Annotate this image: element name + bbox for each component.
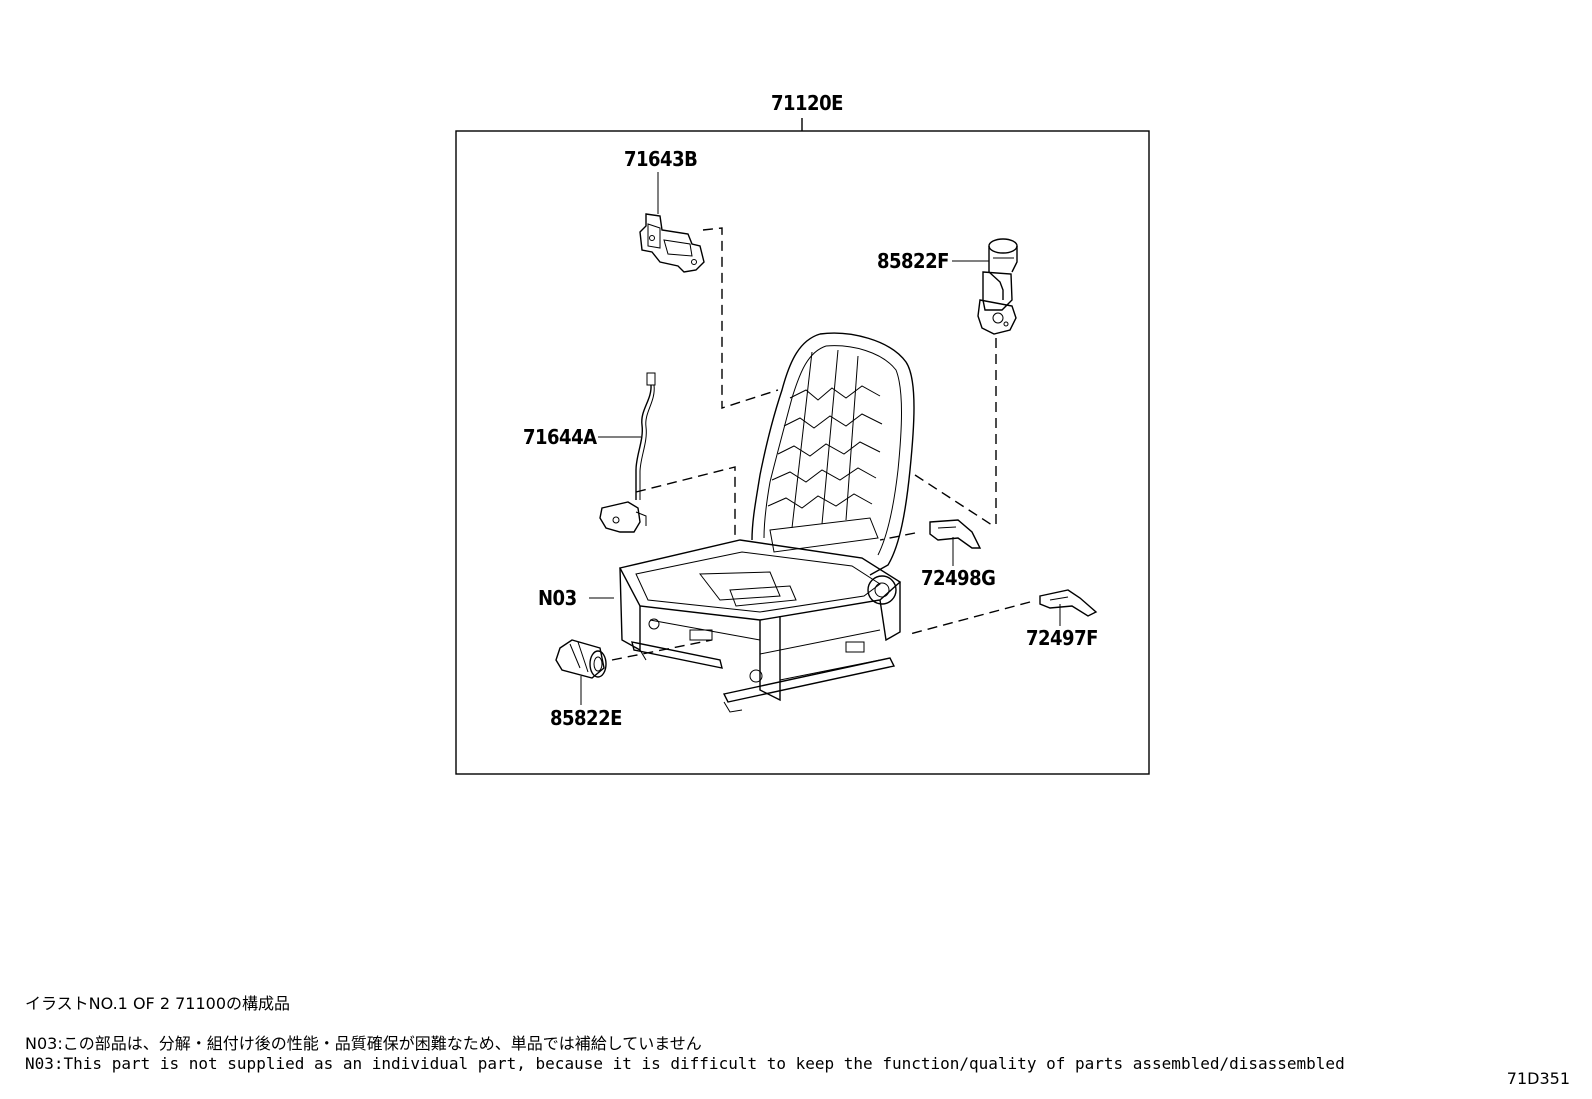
label-72498G[interactable]: 72498G — [921, 566, 996, 590]
label-71644A[interactable]: 71644A — [523, 425, 598, 449]
dash-harness-to-frame — [635, 466, 736, 535]
dash-71643B-to-back — [702, 227, 779, 409]
note-n03-jp: N03:この部品は、分解・組付け後の性能・品質確保が困難なため、単品では補給して… — [25, 1034, 702, 1053]
label-71120E[interactable]: 71120E — [771, 91, 843, 115]
dash-72498G-to-back — [914, 474, 996, 528]
label-85822E[interactable]: 85822E — [550, 706, 622, 730]
part-71643B-hinge-cover[interactable] — [639, 213, 705, 273]
label-85822F[interactable]: 85822F — [877, 249, 949, 273]
part-cushion-frame — [618, 539, 902, 713]
part-71644A-harness[interactable] — [599, 372, 656, 533]
part-72497F-outer-cover[interactable] — [1039, 589, 1098, 617]
illustration-code: 71D351 — [1506, 1069, 1570, 1088]
dash-85822E-to-frame — [611, 639, 713, 661]
label-N03[interactable]: N03 — [538, 586, 577, 610]
note-n03-en: N03:This part is not supplied as an indi… — [25, 1054, 1345, 1073]
note-title: イラストNO.1 OF 2 71100の構成品 — [25, 994, 290, 1013]
part-seat-back-frame — [751, 332, 915, 576]
part-72498G-inner-cover[interactable] — [929, 519, 982, 549]
part-85822F-recline-motor[interactable] — [977, 238, 1018, 335]
dash-72497F-to-frame — [909, 601, 1031, 635]
label-71643B[interactable]: 71643B — [624, 147, 698, 171]
label-72497F[interactable]: 72497F — [1026, 626, 1098, 650]
part-85822E-slide-motor[interactable] — [555, 639, 607, 679]
dash-72498G-left — [879, 532, 916, 541]
